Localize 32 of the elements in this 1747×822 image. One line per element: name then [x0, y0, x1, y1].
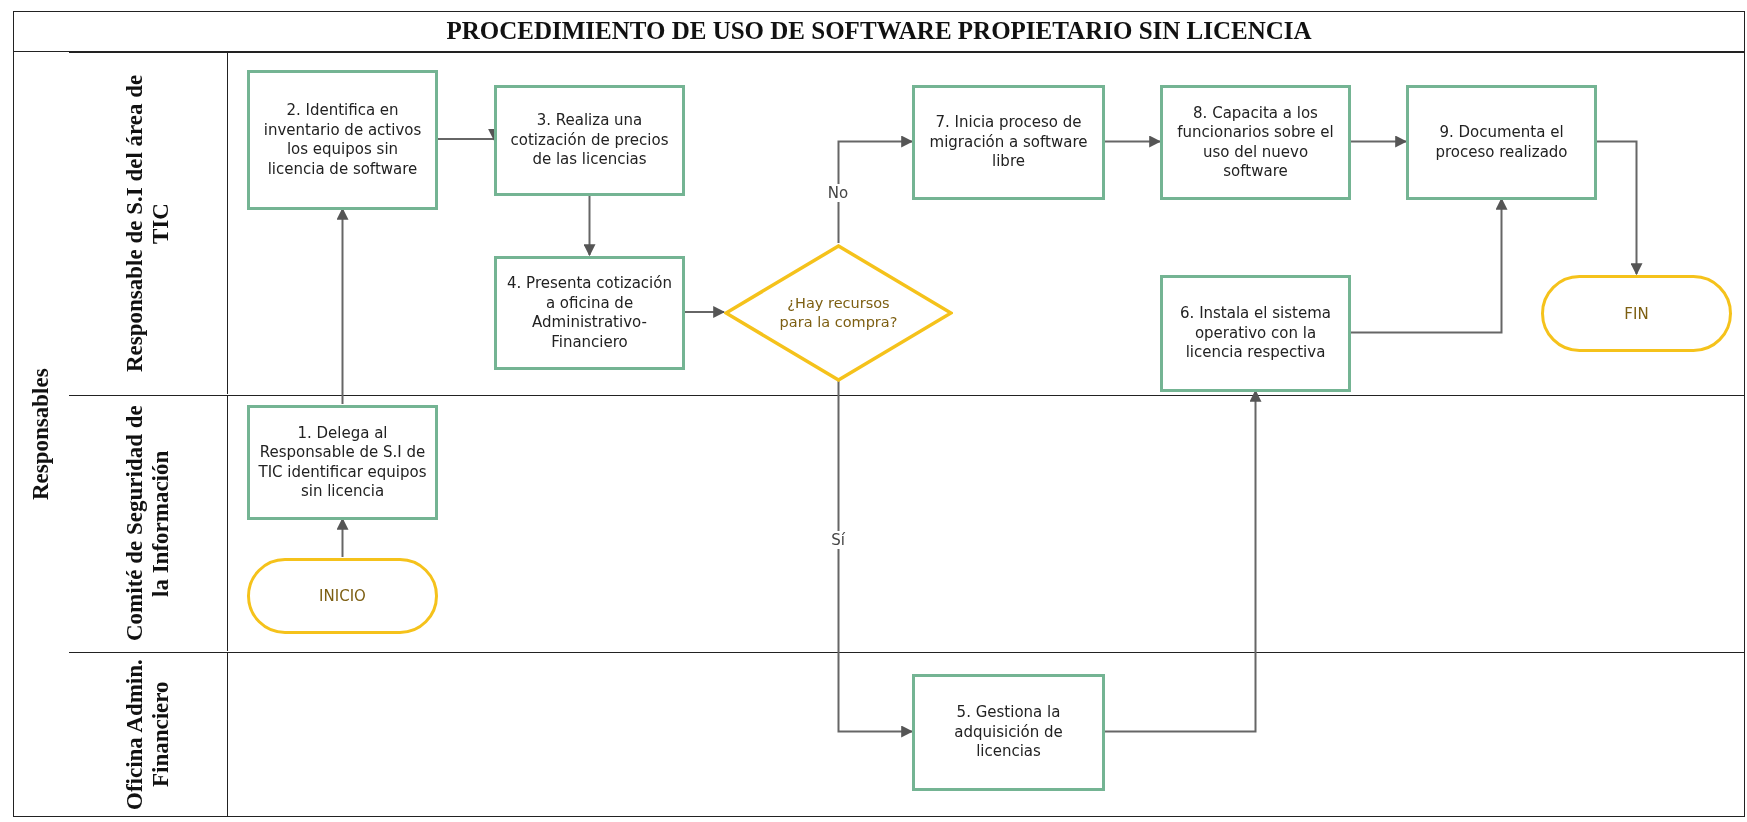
decision-diamond: ¿Hay recursos para la compra?	[724, 244, 953, 382]
edge-label: Sí	[829, 531, 847, 549]
lane-label: Oficina Admin. Financiero	[69, 653, 228, 816]
terminal-pill: FIN	[1541, 275, 1732, 352]
arrow	[1104, 135, 1162, 148]
arrow	[1104, 389, 1262, 733]
process-box: 8. Capacita a los funcionarios sobre el uso del nuevo software	[1160, 85, 1351, 200]
swimlane	[69, 52, 1745, 395]
process-box: 1. Delega al Responsable de S.I de TIC identificar equipos sin licencia	[247, 405, 438, 520]
arrow	[837, 135, 914, 244]
arrow	[1596, 140, 1643, 276]
lane-label: Comité de Seguridad de la Información	[69, 396, 228, 651]
process-box: 9. Documenta el proceso realizado	[1406, 85, 1597, 200]
arrow	[583, 194, 596, 257]
process-box: 3. Realiza una cotización de precios de las licencias	[494, 85, 685, 196]
process-box: 6. Instala el sistema operativo con la licencia respectiva	[1160, 275, 1351, 392]
terminal-pill: INICIO	[247, 558, 438, 634]
process-box: 2. Identifica en inventario de activos los equipos sin licencia de software	[247, 70, 438, 210]
arrow	[336, 207, 349, 405]
process-box: 7. Inicia proceso de migración a software libre	[912, 85, 1105, 200]
arrow	[684, 306, 726, 318]
swimlane	[69, 652, 1745, 817]
process-box: 4. Presenta cotización a oficina de Administrativo-Financiero	[494, 256, 685, 370]
arrow	[837, 380, 914, 738]
arrow	[1350, 197, 1508, 334]
responsibles-header: Responsables	[13, 52, 69, 817]
lane-label: Responsable de S.I del área de TIC	[69, 53, 228, 394]
process-box: 5. Gestiona la adquisición de licencias	[912, 674, 1105, 791]
arrow	[1350, 135, 1408, 148]
swimlane	[69, 395, 1745, 652]
diagram-title: PROCEDIMIENTO DE USO DE SOFTWARE PROPIETARIO SIN LICENCIA	[13, 11, 1745, 52]
arrow	[336, 517, 349, 558]
